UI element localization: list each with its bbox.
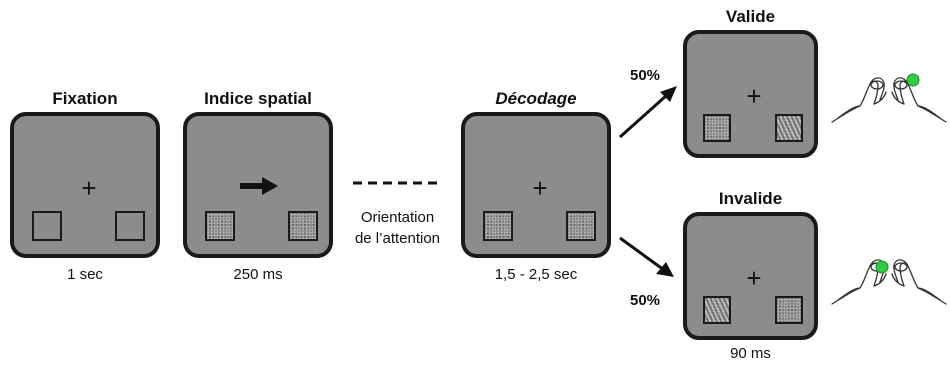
decoding-title: Décodage bbox=[495, 89, 577, 108]
invalid-title: Invalide bbox=[718, 189, 783, 208]
invalid-duration: 90 ms bbox=[730, 345, 771, 362]
fixation-cross: + bbox=[746, 263, 762, 293]
cue-title: Indice spatial bbox=[204, 89, 312, 108]
valid-percent: 50% bbox=[630, 67, 661, 84]
cue-duration: 250 ms bbox=[233, 266, 283, 283]
right-placeholder-box bbox=[115, 211, 145, 241]
invalid-screen: + bbox=[683, 212, 818, 340]
left-noise-box bbox=[483, 211, 513, 241]
fixation-screen: + bbox=[10, 112, 160, 258]
left-noise-box bbox=[205, 211, 235, 241]
orientation-line1: Orientation bbox=[360, 209, 435, 226]
decoding-duration: 1,5 - 2,5 sec bbox=[494, 266, 578, 283]
fixation-title: Fixation bbox=[52, 89, 118, 108]
right-arrow-icon bbox=[240, 177, 278, 195]
orientation-label: Orientation de l’attention bbox=[340, 207, 455, 249]
right-noise-box bbox=[775, 296, 803, 324]
arrow-to-invalid bbox=[619, 236, 674, 277]
fixation-duration: 1 sec bbox=[67, 266, 103, 283]
hands-pressing-buttons-icon bbox=[831, 73, 947, 123]
right-target-grating bbox=[775, 114, 803, 142]
cue-screen bbox=[183, 112, 333, 258]
hands-pressing-buttons-icon bbox=[831, 259, 947, 305]
left-target-grating bbox=[703, 296, 731, 324]
green-button-icon bbox=[875, 260, 889, 274]
left-noise-box bbox=[703, 114, 731, 142]
right-noise-box bbox=[288, 211, 318, 241]
orientation-line2: de l’attention bbox=[354, 230, 441, 247]
left-placeholder-box bbox=[32, 211, 62, 241]
green-button-icon bbox=[906, 73, 920, 87]
invalid-percent: 50% bbox=[630, 292, 661, 309]
valid-screen: + bbox=[683, 30, 818, 158]
valid-title: Valide bbox=[725, 7, 776, 26]
arrow-to-valid bbox=[619, 86, 677, 139]
fixation-cross: + bbox=[746, 81, 762, 111]
fixation-cross: + bbox=[532, 173, 548, 203]
decoding-screen: + bbox=[461, 112, 611, 258]
right-noise-box bbox=[566, 211, 596, 241]
fixation-cross: + bbox=[81, 173, 97, 203]
